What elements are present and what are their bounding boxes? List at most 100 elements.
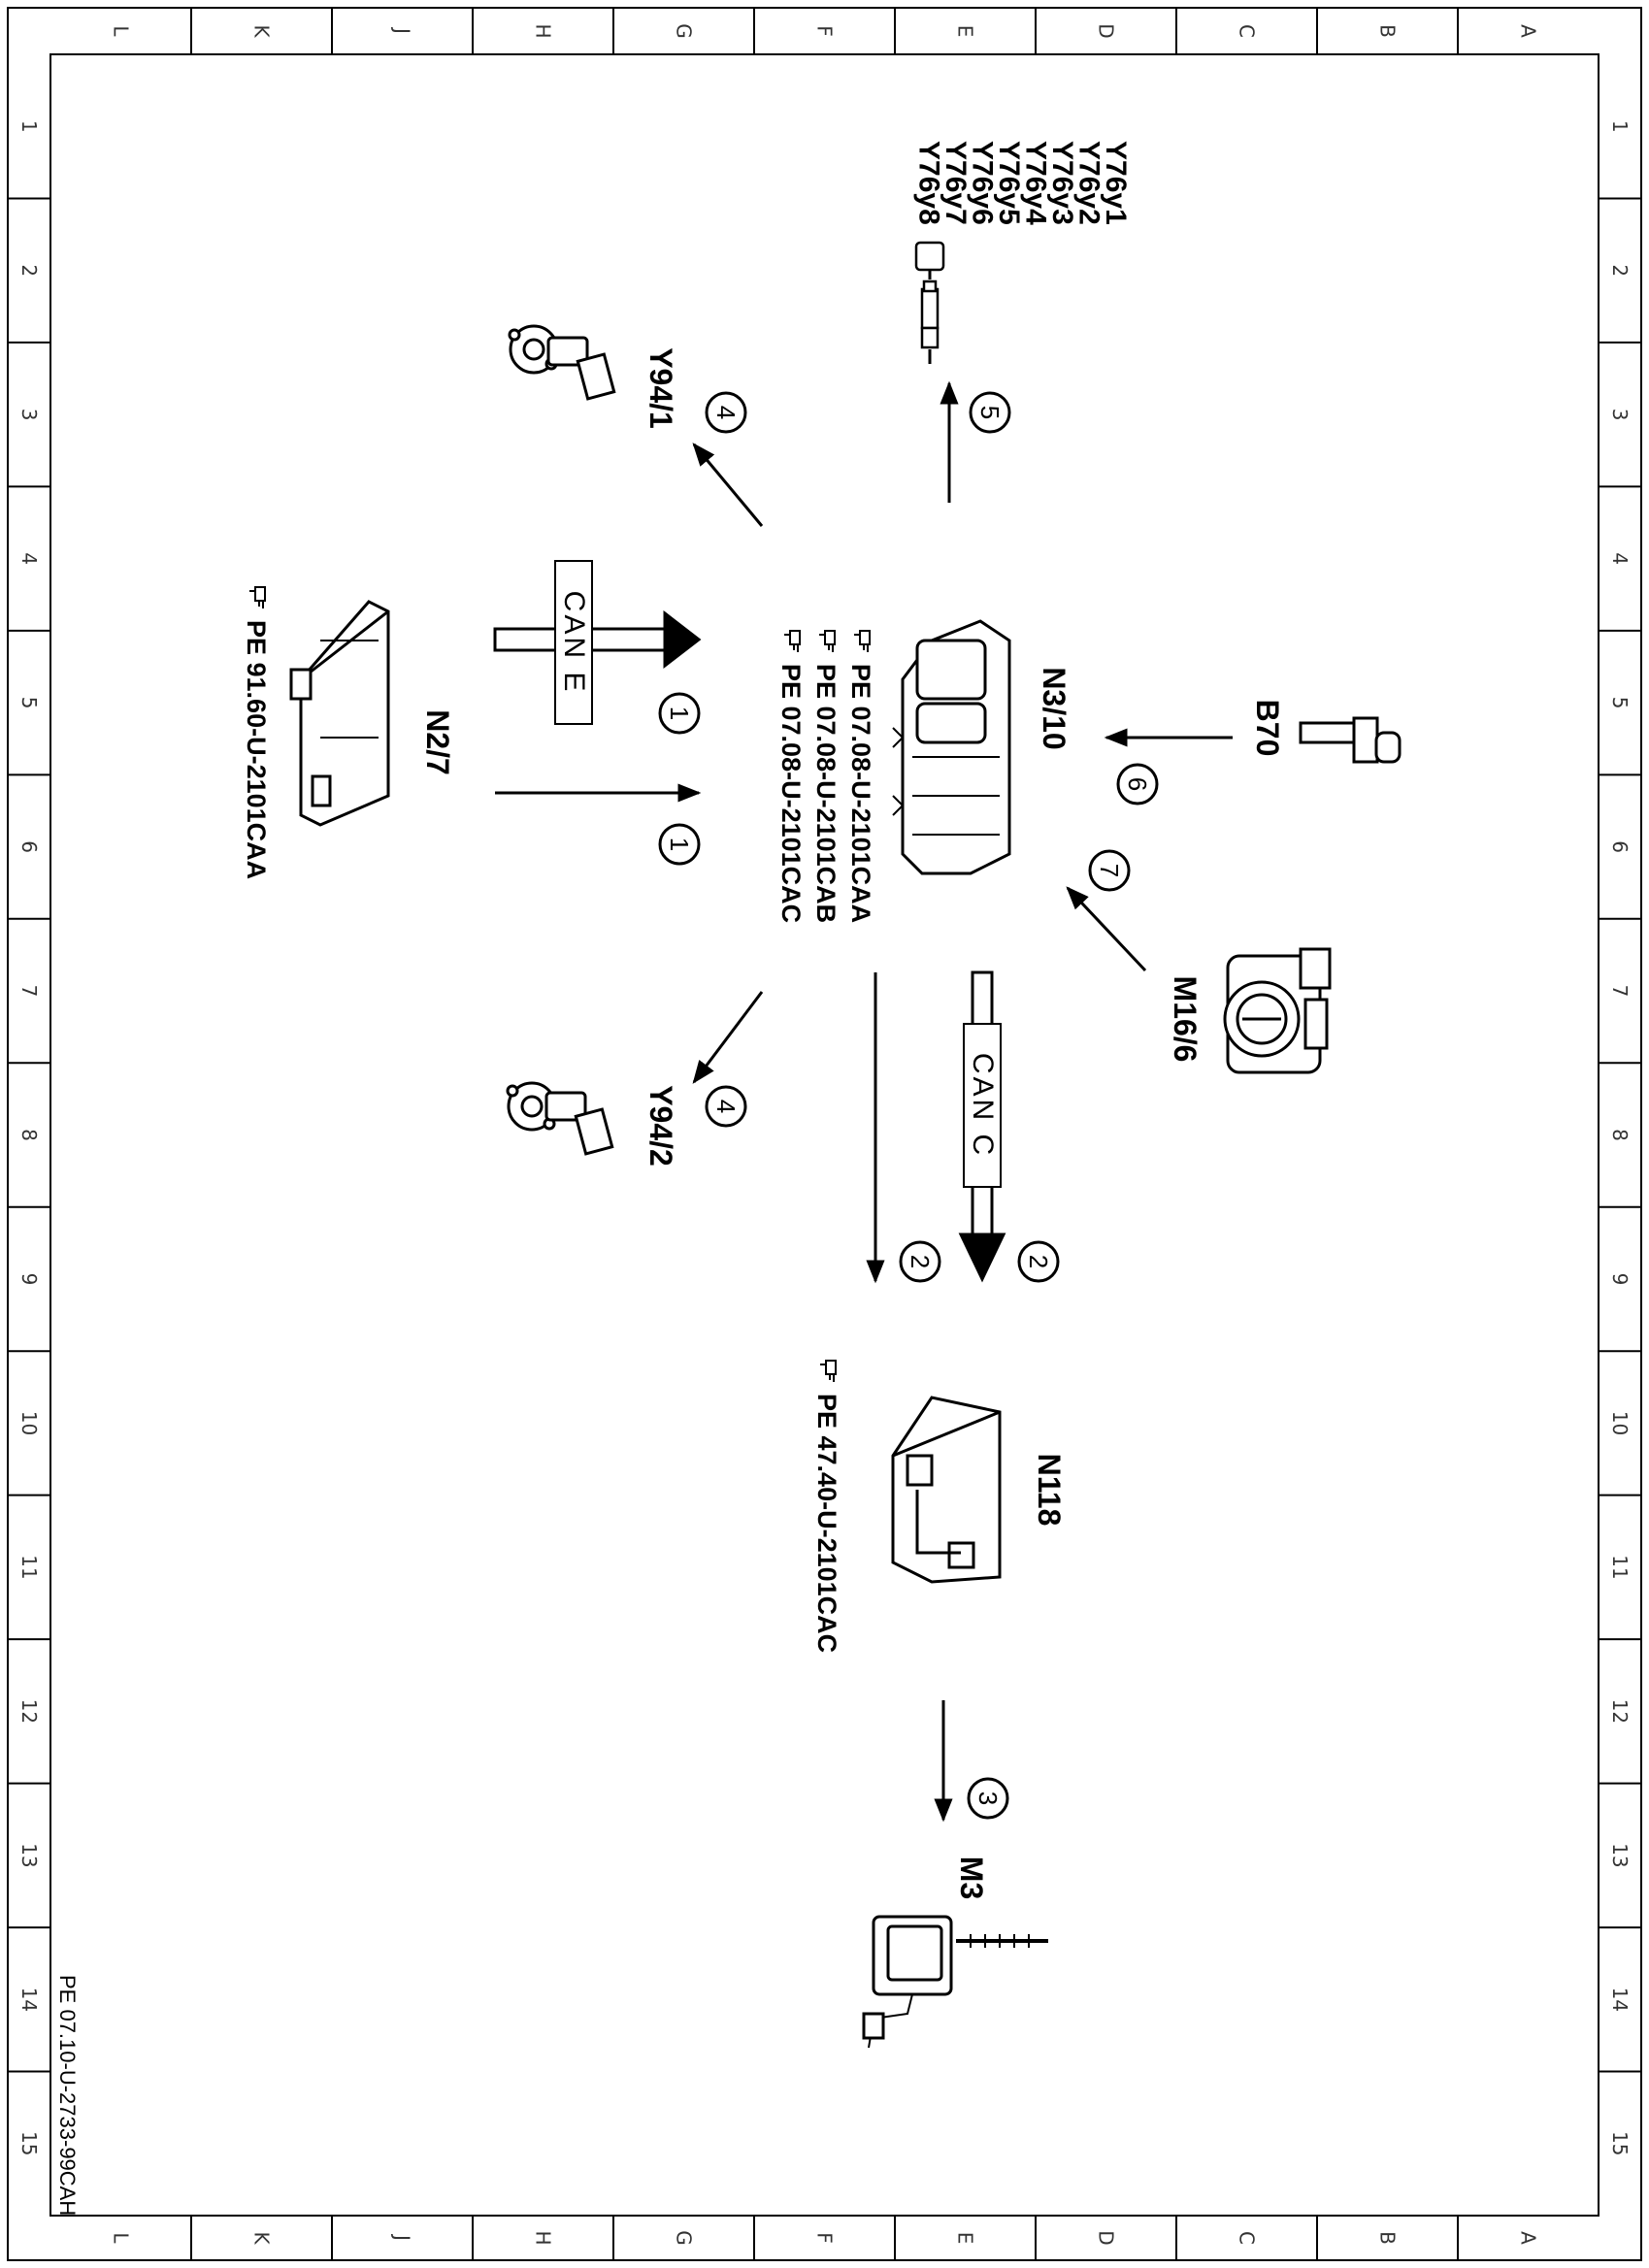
- n3-10-ref-3: PE 07.08-U-2101CAC: [776, 664, 806, 923]
- y76-injector-label: Y76y1: [1100, 141, 1132, 225]
- y94-2-valve: Y94/2: [506, 1081, 678, 1167]
- hand-pointer-icon: [818, 630, 836, 653]
- n2-7-ref: PE 91.60-U-2101CAA: [242, 620, 271, 879]
- grid-row-number: 9: [17, 1273, 41, 1286]
- y76-injector-label: Y76y6: [967, 141, 999, 225]
- n2-7-label: N2/7: [420, 709, 455, 775]
- grid-row-number: 2: [1608, 264, 1632, 277]
- y94-1-label: Y94/1: [643, 347, 678, 429]
- grid-column-letter: C: [1236, 24, 1259, 38]
- valve-icon: [508, 324, 616, 401]
- document-id: PE 07.10-U-2733-99CAH: [55, 1975, 80, 2216]
- y94-1-valve: Y94/1: [508, 324, 678, 429]
- grid-column-letter: E: [954, 25, 977, 38]
- m16-6-label: M16/6: [1168, 976, 1203, 1063]
- signal-arrow-4a: [692, 443, 764, 527]
- n3-10-label: N3/10: [1037, 667, 1072, 749]
- grid-row-number: 8: [1608, 1129, 1632, 1141]
- grid-column-letter: H: [532, 23, 555, 38]
- outer-frame: [7, 7, 1642, 2261]
- grid-row-number: 5: [1608, 697, 1632, 709]
- grid-column-letter: L: [110, 2232, 133, 2244]
- n118-label: N118: [1032, 1454, 1067, 1527]
- grid-column-letter: D: [1095, 23, 1118, 38]
- grid-row-number: 6: [1608, 840, 1632, 853]
- grid-row-number: 1: [17, 120, 41, 133]
- ecu-icon: [892, 619, 1011, 875]
- signal-number-circle: [658, 692, 701, 735]
- signal-number: 4: [711, 406, 741, 419]
- can-e-label-box: CAN E: [554, 560, 593, 725]
- b70-label: B70: [1250, 700, 1285, 757]
- can-c-label-box: CAN C: [963, 1023, 1002, 1188]
- grid-row-number: 5: [17, 697, 41, 709]
- grid-row-number: 7: [17, 985, 41, 998]
- signal-number-circle: [1088, 849, 1131, 892]
- grid-row-number: 9: [1608, 1273, 1632, 1286]
- y94-2-label: Y94/2: [643, 1085, 678, 1167]
- grid-column-letter: K: [250, 2231, 274, 2245]
- signal-number: 7: [1095, 864, 1124, 877]
- n118-ref: PE 47.40-U-2101CAC: [812, 1394, 841, 1653]
- n2-7-module: N2/7 PE 91.60-U-2101CAA: [242, 586, 455, 879]
- y76-injector-label: Y76y5: [993, 141, 1025, 225]
- signal-number-circle: [969, 391, 1011, 434]
- grid-row-number: 8: [17, 1129, 41, 1141]
- signal-number-circle: [899, 1240, 941, 1283]
- grid-column-letter: L: [110, 25, 133, 37]
- y76-injector-label: Y76y4: [1020, 141, 1052, 225]
- grid-row-number: 13: [17, 1843, 41, 1867]
- grid-row-number: 6: [17, 840, 41, 853]
- signal-number: 1: [665, 838, 694, 851]
- y76-injector-label: Y76y7: [940, 141, 972, 225]
- grid-column-letter: G: [673, 23, 696, 39]
- signal-number: 6: [1123, 777, 1152, 791]
- sensor-icon: [1299, 716, 1402, 764]
- signal-number: 2: [906, 1255, 935, 1268]
- signal-number: 3: [973, 1791, 1003, 1805]
- grid-column-letter: D: [1095, 2230, 1118, 2245]
- grid-column-letter: J: [391, 26, 414, 34]
- signal-number: 2: [1024, 1255, 1053, 1268]
- signal-number-circle: [967, 1777, 1009, 1820]
- grid-row-number: 10: [17, 1411, 41, 1435]
- n3-10-ecu: N3/10 PE 07.08-U-2101CAA PE 07.08-U-2101…: [776, 619, 1072, 923]
- grid-column-letter: G: [673, 2230, 696, 2246]
- n3-10-ref-1: PE 07.08-U-2101CAA: [846, 664, 875, 923]
- grid-row-number: 15: [17, 2131, 41, 2155]
- m3-label: M3: [954, 1857, 989, 1899]
- grid-column-letter: H: [532, 2230, 555, 2245]
- grid-column-letter: A: [1517, 2231, 1540, 2245]
- control-module-icon: [891, 1396, 1002, 1584]
- hand-pointer-icon: [248, 586, 266, 609]
- grid-column-letter: F: [813, 2232, 837, 2244]
- grid-row-number: 7: [1608, 985, 1632, 998]
- grid-column-letter: B: [1376, 2231, 1400, 2245]
- grid-row-number: 13: [1608, 1843, 1632, 1867]
- m3-fuel-pump: M3: [862, 1857, 1048, 2049]
- grid-row-number: 11: [17, 1555, 41, 1579]
- grid-column-letter: B: [1376, 24, 1400, 38]
- can-c-label: CAN C: [967, 1053, 999, 1158]
- grid-row-number: 11: [1608, 1555, 1632, 1579]
- grid-row-number: 12: [17, 1699, 41, 1724]
- signal-number: 5: [975, 406, 1005, 419]
- signal-number-circle: [658, 823, 701, 866]
- signal-number-circle: [1017, 1240, 1060, 1283]
- grid-column-letter: A: [1517, 24, 1540, 38]
- grid-row-number: 15: [1608, 2131, 1632, 2155]
- grid-row-number: 12: [1608, 1699, 1632, 1724]
- grid-row-number: 3: [1608, 409, 1632, 421]
- grid-row-number: 4: [1608, 552, 1632, 565]
- signal-number-circle: [705, 391, 747, 434]
- grid-row-number: 14: [17, 1988, 41, 2012]
- grid-row-number: 14: [1608, 1988, 1632, 2012]
- hand-pointer-icon: [783, 630, 801, 653]
- grid-row-number: 10: [1608, 1411, 1632, 1435]
- n118-module: N118 PE 47.40-U-2101CAC: [812, 1360, 1067, 1653]
- grid-column-letter: E: [954, 2232, 977, 2245]
- signal-arrow-4b: [692, 991, 764, 1084]
- injector-icon: [914, 241, 945, 364]
